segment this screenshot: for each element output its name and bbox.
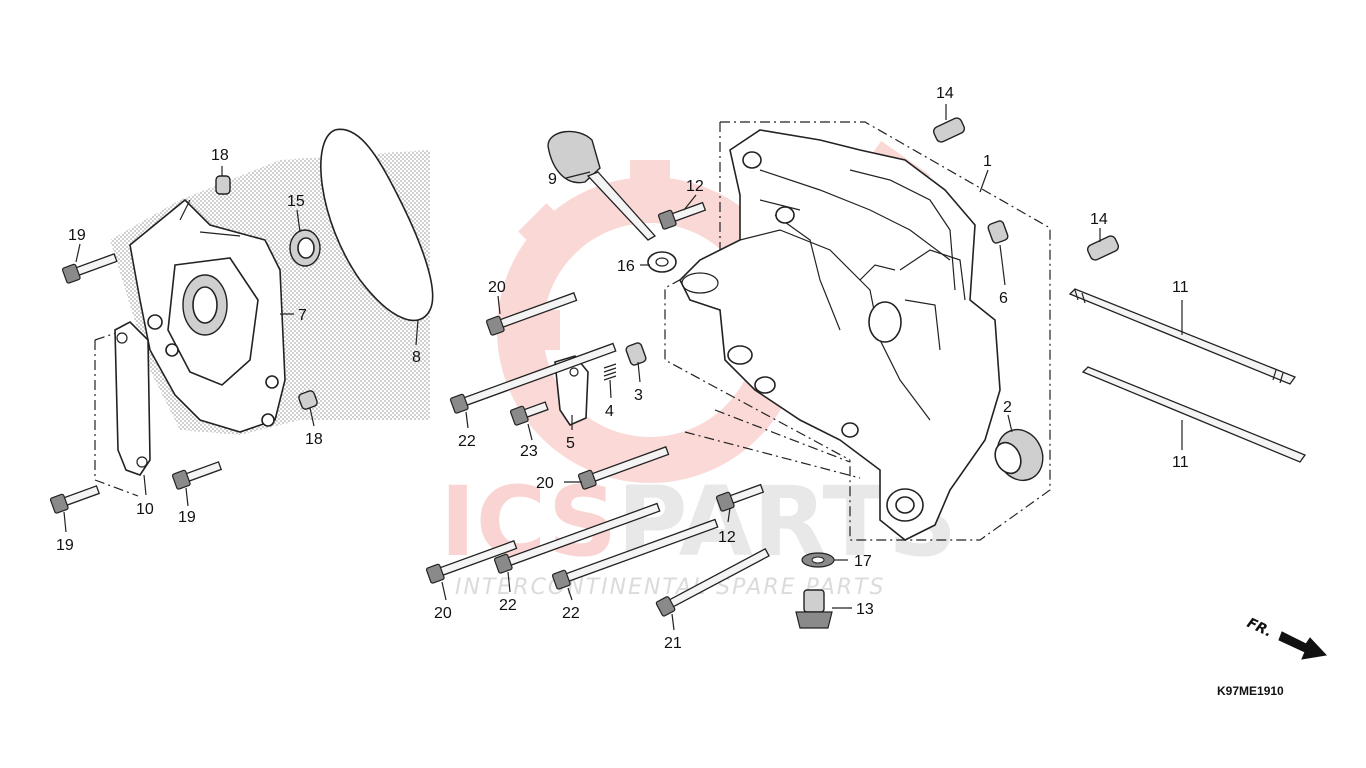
callouts: 1 2 3 4 5 6 7 8 9 10 11 11 12 12 13 14 1… bbox=[56, 85, 1189, 652]
part-gasket bbox=[320, 128, 434, 322]
part-drain-bolt bbox=[795, 589, 833, 629]
callout-5: 5 bbox=[566, 435, 575, 452]
callout-22-c: 22 bbox=[562, 605, 580, 622]
part-bracket-plate bbox=[114, 321, 151, 476]
callout-16: 16 bbox=[617, 258, 635, 275]
callout-14-lower: 14 bbox=[1090, 211, 1108, 228]
callout-20-c: 20 bbox=[434, 605, 452, 622]
part-dowel-pins bbox=[215, 175, 318, 410]
callout-23: 23 bbox=[520, 443, 538, 460]
callout-12-lower: 12 bbox=[718, 529, 736, 546]
callout-19-b: 19 bbox=[178, 509, 196, 526]
part-dipstick bbox=[547, 130, 657, 241]
leader-lines bbox=[63, 104, 1183, 631]
callout-3: 3 bbox=[634, 387, 643, 404]
part-oil-seal bbox=[289, 229, 321, 267]
part-spring bbox=[603, 363, 617, 381]
callout-15: 15 bbox=[287, 193, 305, 210]
callout-6: 6 bbox=[999, 290, 1008, 307]
part-sealing-washer bbox=[801, 552, 835, 568]
callout-20-b: 20 bbox=[536, 475, 554, 492]
part-crankcase-cover bbox=[679, 129, 1001, 541]
callout-20-a: 20 bbox=[488, 279, 506, 296]
callout-11-upper: 11 bbox=[1172, 279, 1189, 296]
callout-14-upper: 14 bbox=[936, 85, 954, 102]
callout-19-a: 19 bbox=[68, 227, 86, 244]
part-stud-bolts bbox=[1068, 288, 1307, 463]
callout-1: 1 bbox=[983, 153, 992, 170]
callout-19-c: 19 bbox=[56, 537, 74, 554]
callout-17: 17 bbox=[854, 553, 872, 570]
callout-21: 21 bbox=[664, 635, 682, 652]
part-left-cover bbox=[110, 150, 430, 435]
front-arrow-icon bbox=[1278, 631, 1328, 660]
part-washer bbox=[647, 251, 677, 273]
callout-13: 13 bbox=[856, 601, 874, 618]
diagram-code: K97ME1910 bbox=[1217, 684, 1284, 698]
callout-4: 4 bbox=[605, 403, 614, 420]
front-direction-indicator: FR. bbox=[1244, 615, 1328, 660]
callout-18-lower: 18 bbox=[305, 431, 323, 448]
callout-18-upper: 18 bbox=[211, 147, 229, 164]
callout-9: 9 bbox=[548, 171, 557, 188]
front-direction-label: FR. bbox=[1244, 615, 1274, 640]
part-bearing bbox=[994, 428, 1044, 482]
callout-22-b: 22 bbox=[499, 597, 517, 614]
callout-10: 10 bbox=[136, 501, 154, 518]
callout-12-upper: 12 bbox=[686, 178, 704, 195]
callout-22-a: 22 bbox=[458, 433, 476, 450]
part-collars bbox=[932, 117, 1120, 261]
callout-11-lower: 11 bbox=[1172, 454, 1189, 471]
callout-8: 8 bbox=[412, 349, 421, 366]
part-plunger bbox=[625, 342, 647, 366]
bolts bbox=[49, 201, 770, 617]
callout-7: 7 bbox=[298, 307, 307, 324]
part-small-bracket bbox=[554, 355, 589, 427]
callout-2: 2 bbox=[1003, 399, 1012, 416]
